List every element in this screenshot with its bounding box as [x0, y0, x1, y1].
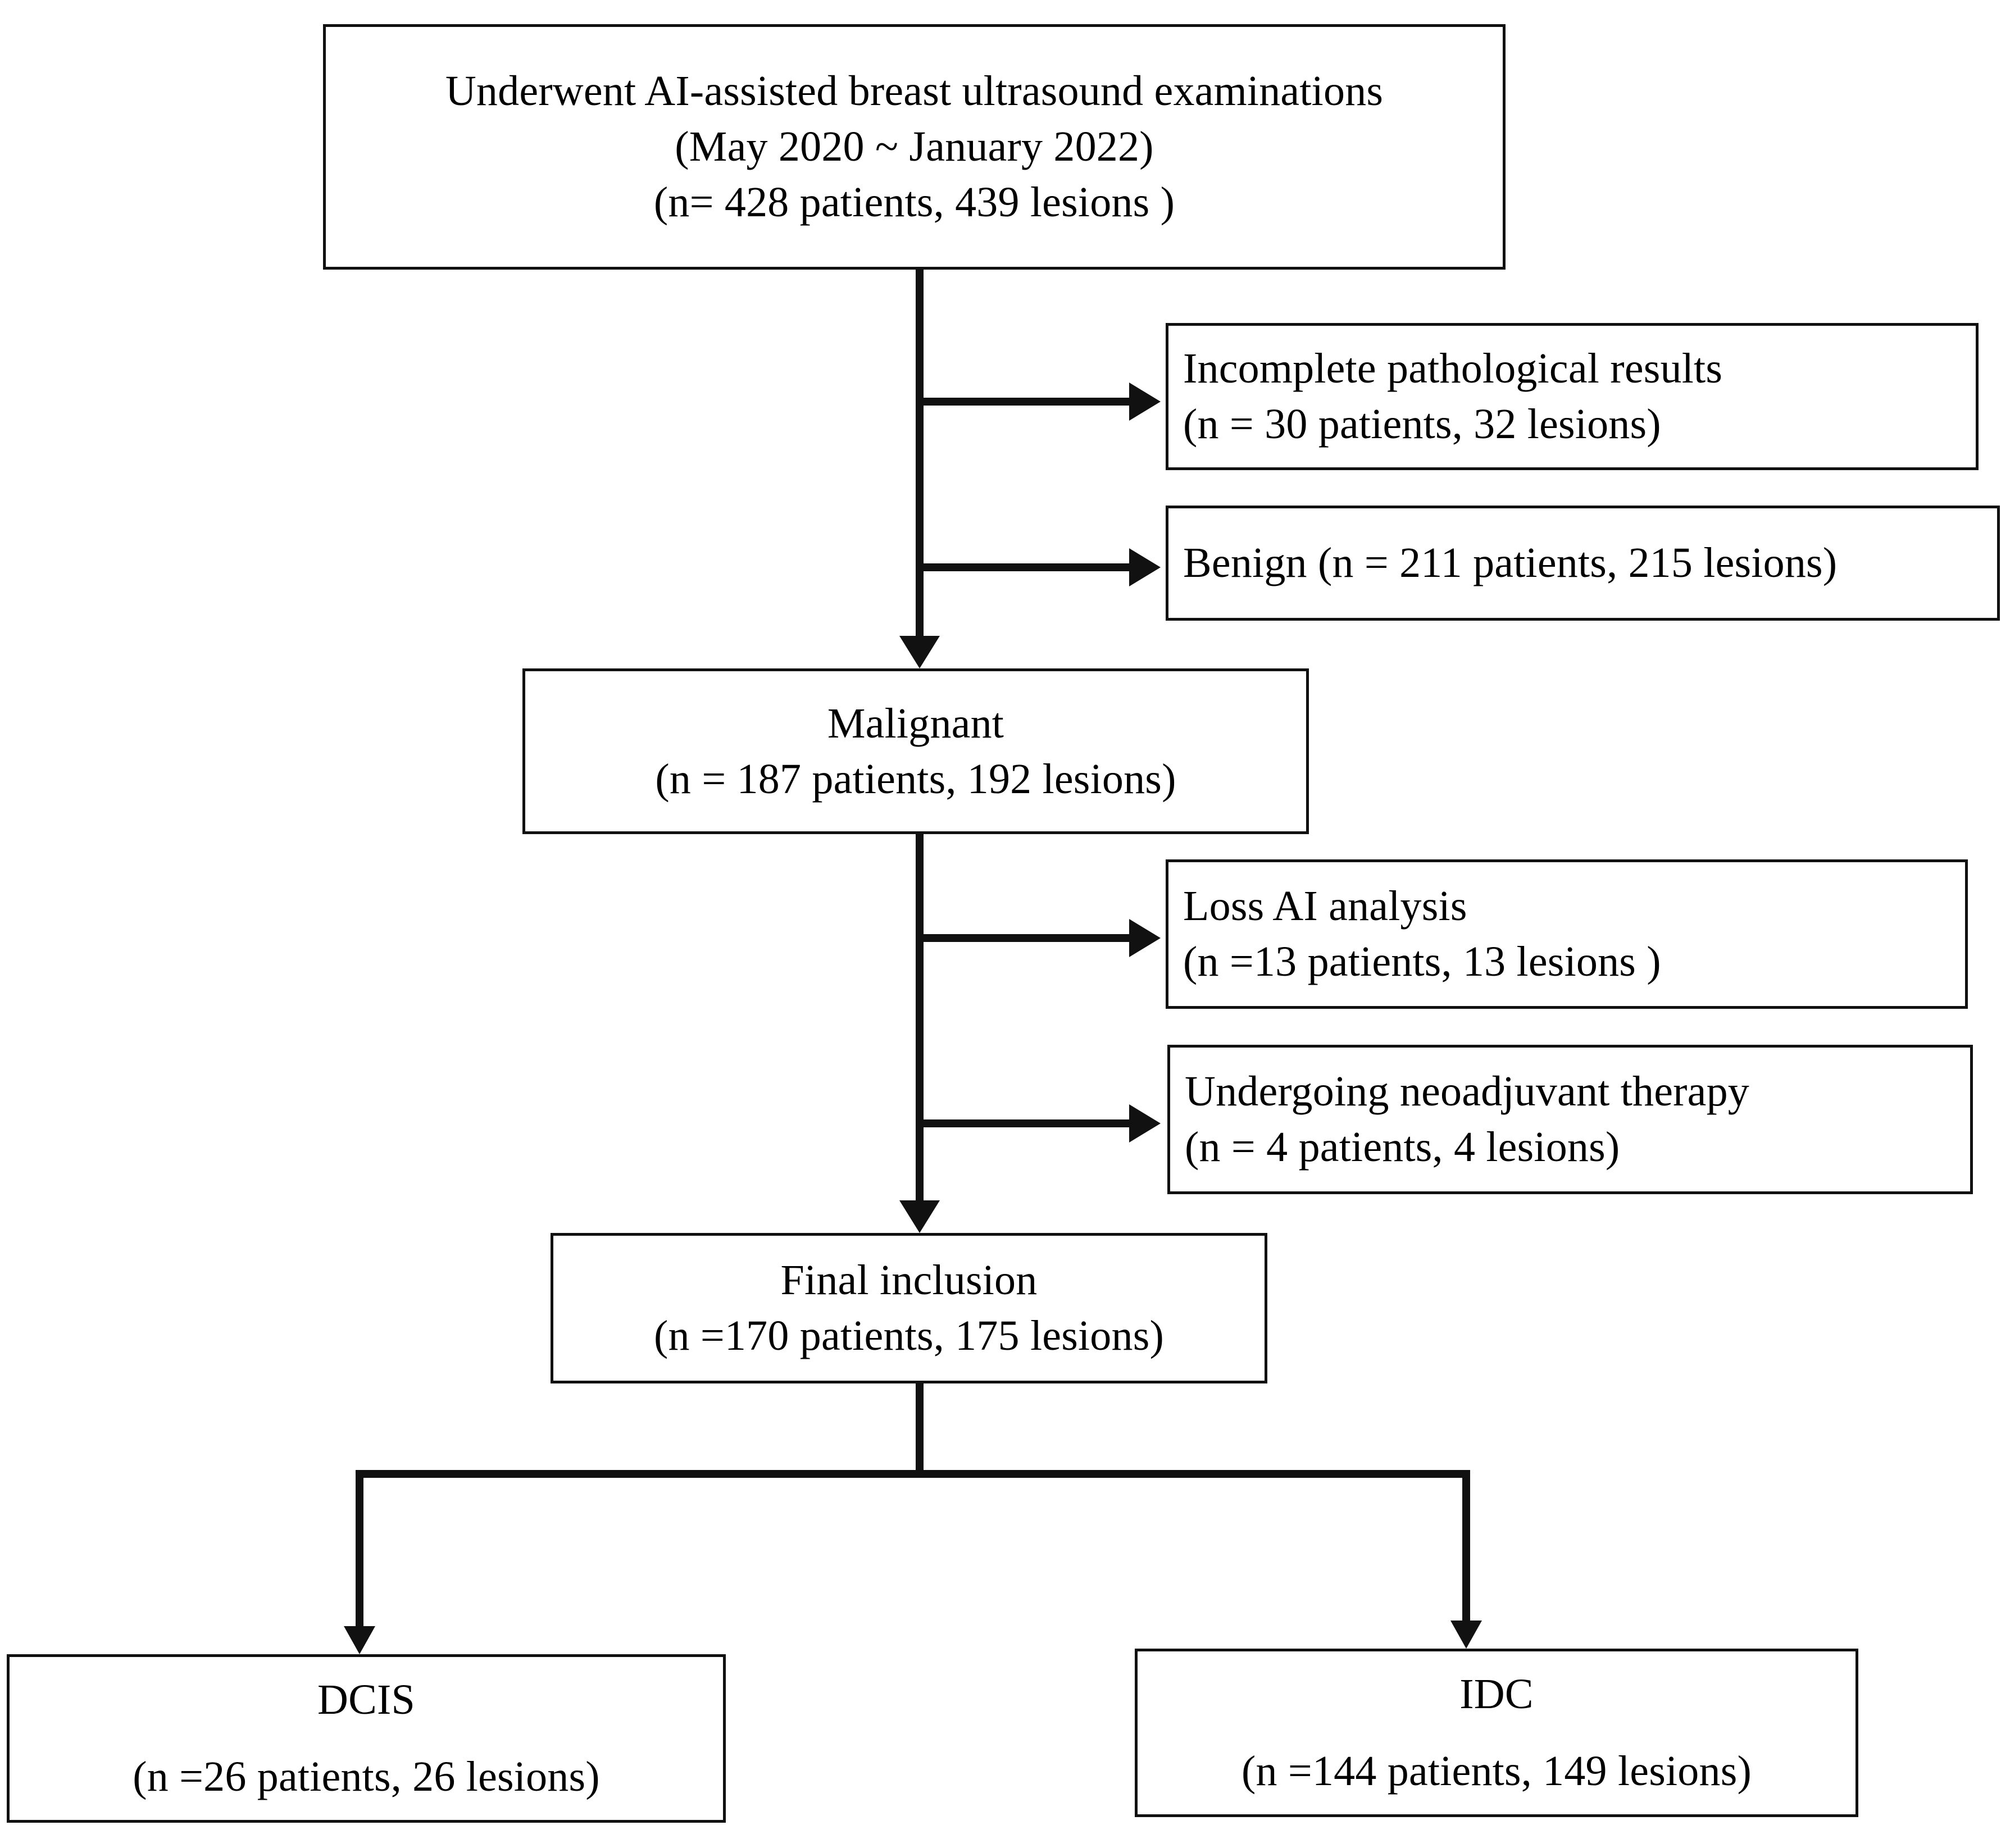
- connector-split-right-to-idc: [1462, 1470, 1470, 1624]
- connector-to-benign: [916, 563, 1135, 571]
- node-malignant: Malignant (n = 187 patients, 192 lesions…: [522, 668, 1309, 834]
- node-benign-line-1: Benign (n = 211 patients, 215 lesions): [1183, 539, 1838, 587]
- node-final-inclusion: Final inclusion (n =170 patients, 175 le…: [551, 1233, 1267, 1383]
- node-dcis-line-1: DCIS: [317, 1676, 415, 1724]
- arrowhead-down-to-dcis: [344, 1626, 375, 1654]
- connector-enrolled-to-malignant: [916, 270, 924, 640]
- node-loss-ai-line-1: Loss AI analysis: [1183, 882, 1467, 930]
- node-enrolled-line-3: (n= 428 patients, 439 lesions ): [653, 178, 1175, 226]
- node-incomplete-line-1: Incomplete pathological results: [1183, 345, 1723, 393]
- connector-final-inclusion-stem: [916, 1383, 924, 1478]
- node-undergoing-neoadjuvant-therapy: Undergoing neoadjuvant therapy (n = 4 pa…: [1167, 1045, 1973, 1194]
- node-idc-line-2: (n =144 patients, 149 lesions): [1241, 1747, 1752, 1795]
- node-enrolled: Underwent AI-assisted breast ultrasound …: [323, 24, 1506, 270]
- node-loss-ai-line-2: (n =13 patients, 13 lesions ): [1183, 938, 1661, 985]
- node-idc: IDC (n =144 patients, 149 lesions): [1135, 1649, 1858, 1817]
- node-malignant-line-1: Malignant: [827, 699, 1004, 747]
- arrowhead-right-to-benign: [1129, 548, 1161, 586]
- connector-to-loss-ai: [916, 934, 1135, 942]
- arrowhead-right-to-incomplete: [1129, 383, 1161, 421]
- node-enrolled-line-2: (May 2020 ~ January 2022): [675, 123, 1154, 171]
- connector-malignant-to-final: [916, 834, 924, 1205]
- arrowhead-down-to-final-inclusion: [899, 1200, 940, 1233]
- connector-to-incomplete: [916, 398, 1135, 406]
- connector-split-left-to-dcis: [356, 1470, 363, 1630]
- node-final-inclusion-line-2: (n =170 patients, 175 lesions): [654, 1312, 1164, 1359]
- arrowhead-down-to-malignant: [899, 636, 940, 668]
- arrowhead-down-to-idc: [1450, 1621, 1482, 1649]
- node-incomplete-line-2: (n = 30 patients, 32 lesions): [1183, 400, 1661, 448]
- node-malignant-line-2: (n = 187 patients, 192 lesions): [655, 755, 1176, 803]
- connector-to-neoadjuvant: [916, 1119, 1135, 1127]
- arrowhead-right-to-neoadjuvant: [1129, 1104, 1161, 1143]
- arrowhead-right-to-loss-ai: [1129, 919, 1161, 957]
- node-loss-ai-analysis: Loss AI analysis (n =13 patients, 13 les…: [1166, 859, 1968, 1009]
- node-final-inclusion-line-1: Final inclusion: [780, 1257, 1038, 1304]
- node-neoadjuvant-line-1: Undergoing neoadjuvant therapy: [1185, 1068, 1749, 1116]
- node-enrolled-line-1: Underwent AI-assisted breast ultrasound …: [445, 67, 1384, 115]
- node-idc-line-1: IDC: [1459, 1671, 1534, 1718]
- node-dcis-line-2: (n =26 patients, 26 lesions): [133, 1753, 600, 1800]
- node-dcis: DCIS (n =26 patients, 26 lesions): [7, 1654, 726, 1823]
- node-neoadjuvant-line-2: (n = 4 patients, 4 lesions): [1185, 1123, 1620, 1171]
- connector-split-bar: [356, 1470, 1470, 1478]
- node-incomplete-pathological-results: Incomplete pathological results (n = 30 …: [1166, 323, 1979, 470]
- node-benign: Benign (n = 211 patients, 215 lesions): [1166, 506, 2000, 621]
